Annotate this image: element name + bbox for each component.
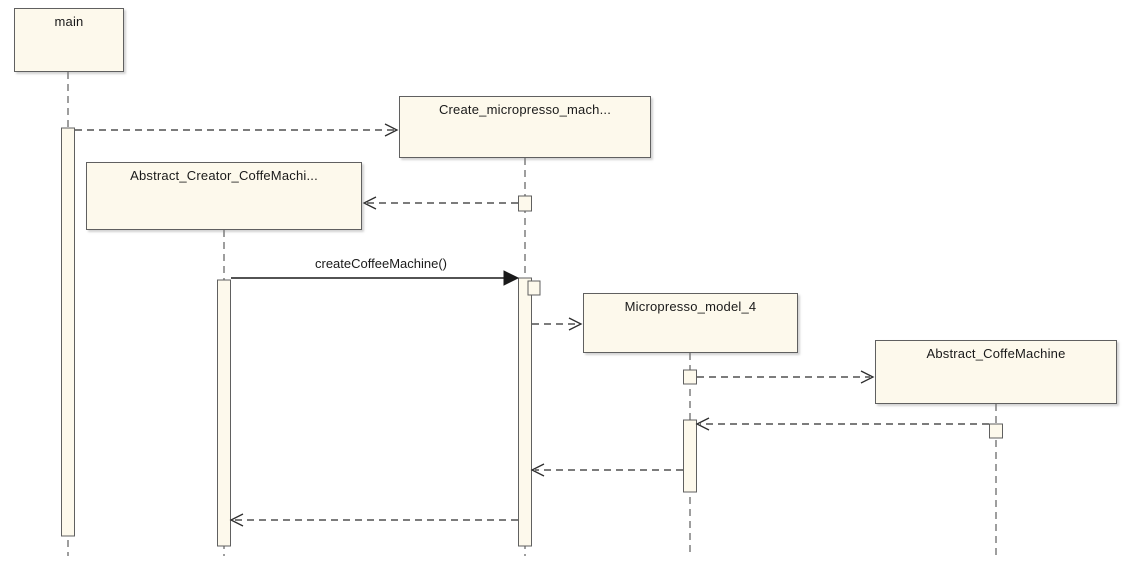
participant-abstract-coffemachine[interactable]: Abstract_CoffeMachine xyxy=(875,340,1117,404)
activation-create-micropresso-nested[interactable] xyxy=(527,280,541,296)
message-label-createcoffeemachine: createCoffeeMachine() xyxy=(315,256,447,271)
participant-abstract-creator[interactable]: Abstract_Creator_CoffeMachi... xyxy=(86,162,362,230)
message-micropresso-to-create xyxy=(530,463,683,477)
message-create-to-micropresso-model xyxy=(532,317,583,331)
open-arrowhead-icon xyxy=(530,463,545,477)
message-abstract-coffemachine-to-micropresso xyxy=(695,417,989,431)
activation-create-micropresso-1[interactable] xyxy=(518,195,532,212)
message-micropresso-to-abstract-coffemachine xyxy=(697,370,875,384)
participant-abstract-coffemachine-label: Abstract_CoffeMachine xyxy=(926,346,1066,361)
activation-abstract-creator[interactable] xyxy=(217,279,231,547)
participant-create-micropresso-label: Create_micropresso_mach... xyxy=(438,102,612,117)
participant-main[interactable]: main xyxy=(14,8,124,72)
participant-micropresso-model-label: Micropresso_model_4 xyxy=(624,299,757,314)
activation-micropresso-1[interactable] xyxy=(683,369,697,385)
activation-abstract-coffemachine[interactable] xyxy=(989,423,1003,439)
message-main-to-create xyxy=(75,123,399,137)
filled-arrowhead-icon xyxy=(503,270,520,286)
message-create-to-abstract-creator-return xyxy=(229,513,518,527)
activation-micropresso-2[interactable] xyxy=(683,419,697,493)
open-arrowhead-icon xyxy=(695,417,710,431)
activation-create-micropresso-2[interactable] xyxy=(518,277,532,547)
participant-main-label: main xyxy=(54,14,84,29)
message-create-to-abstract-creator xyxy=(362,196,518,210)
open-arrowhead-icon xyxy=(384,123,399,137)
open-arrowhead-icon xyxy=(860,370,875,384)
activation-main[interactable] xyxy=(61,127,75,537)
participant-micropresso-model[interactable]: Micropresso_model_4 xyxy=(583,293,798,353)
open-arrowhead-icon xyxy=(568,317,583,331)
participant-abstract-creator-label: Abstract_Creator_CoffeMachi... xyxy=(130,168,318,183)
open-arrowhead-icon xyxy=(362,196,377,210)
participant-create-micropresso[interactable]: Create_micropresso_mach... xyxy=(399,96,651,158)
open-arrowhead-icon xyxy=(229,513,244,527)
message-createcoffeemachine xyxy=(231,270,520,286)
